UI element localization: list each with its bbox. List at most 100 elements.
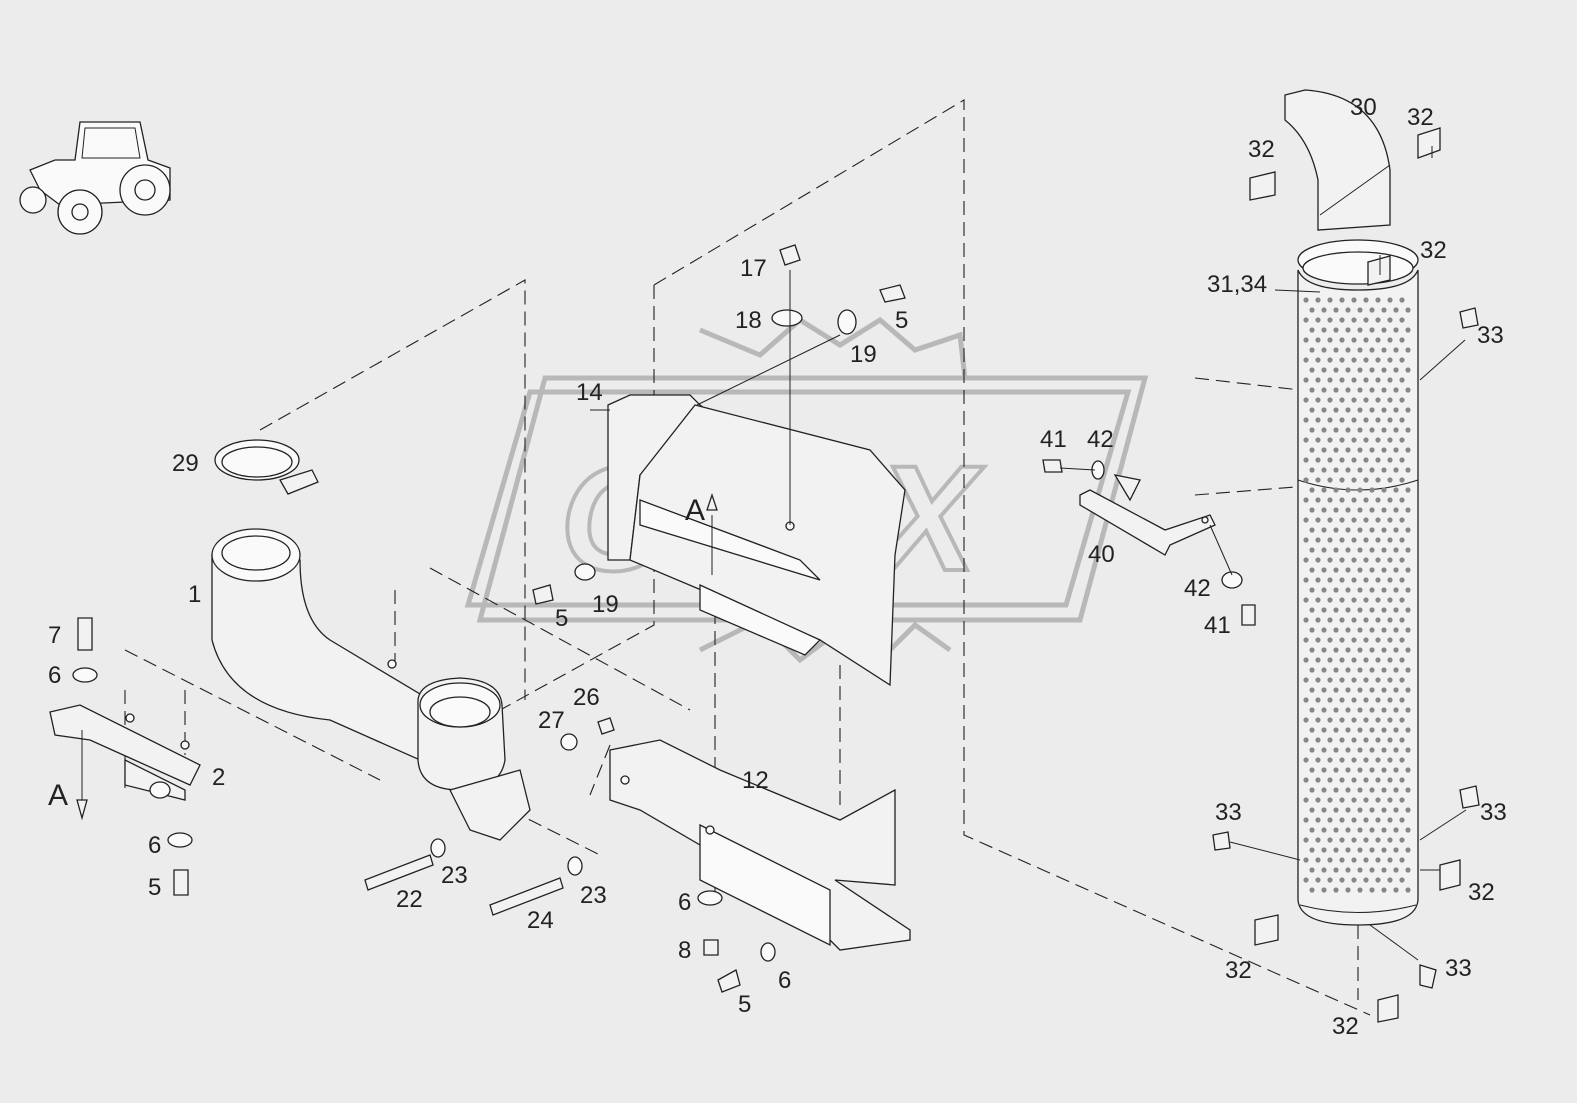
callout-42-a: 42 <box>1087 426 1114 453</box>
perforation-hole <box>1375 677 1381 683</box>
perforation-hole <box>1369 667 1375 673</box>
perforation-hole <box>1357 587 1363 593</box>
perforation-hole <box>1345 347 1351 353</box>
perforation-hole <box>1357 547 1363 553</box>
perforation-hole <box>1381 807 1387 813</box>
perforation-hole <box>1315 577 1321 583</box>
perforation-hole <box>1309 567 1315 573</box>
perforation-hole <box>1369 887 1375 893</box>
perforation-hole <box>1345 407 1351 413</box>
perforation-hole <box>1405 847 1411 853</box>
perforation-hole <box>1405 567 1411 573</box>
perforation-hole <box>1363 857 1369 863</box>
perforation-hole <box>1369 547 1375 553</box>
perforation-hole <box>1369 627 1375 633</box>
bolt-33-d <box>1419 964 1437 989</box>
perforation-hole <box>1369 747 1375 753</box>
perforation-hole <box>1339 297 1345 303</box>
perforation-hole <box>1321 827 1327 833</box>
perforation-hole <box>1393 747 1399 753</box>
perforation-hole <box>1357 727 1363 733</box>
perforation-hole <box>1363 377 1369 383</box>
callout-1: 1 <box>188 581 201 608</box>
perforation-hole <box>1333 847 1339 853</box>
perforation-hole <box>1369 387 1375 393</box>
bolt-7 <box>77 617 93 651</box>
perforation-hole <box>1381 347 1387 353</box>
perforation-hole <box>1315 397 1321 403</box>
perforation-hole <box>1321 707 1327 713</box>
perforation-hole <box>1363 757 1369 763</box>
perforation-hole <box>1351 377 1357 383</box>
perforation-hole <box>1363 297 1369 303</box>
perforation-hole <box>1387 417 1393 423</box>
perforation-hole <box>1339 557 1345 563</box>
perforation-hole <box>1393 807 1399 813</box>
callout-5-bottom: 5 <box>738 991 751 1018</box>
perforation-hole <box>1315 737 1321 743</box>
perforation-hole <box>1321 887 1327 893</box>
perforation-hole <box>1357 307 1363 313</box>
perforation-hole <box>1303 337 1309 343</box>
perforation-hole <box>1309 787 1315 793</box>
perforation-hole <box>1393 707 1399 713</box>
perforation-hole <box>1369 507 1375 513</box>
perforation-hole <box>1321 867 1327 873</box>
perforation-hole <box>1339 597 1345 603</box>
perforation-hole <box>1351 877 1357 883</box>
perforation-hole <box>1393 667 1399 673</box>
perforation-hole <box>1315 877 1321 883</box>
callout-6-a: 6 <box>48 662 61 689</box>
perforation-hole <box>1363 337 1369 343</box>
perforation-hole <box>1405 607 1411 613</box>
view-label-a-middle: A <box>685 494 705 527</box>
perforation-hole <box>1405 727 1411 733</box>
callout-29: 29 <box>172 450 199 477</box>
perforation-hole <box>1339 817 1345 823</box>
perforation-hole <box>1399 737 1405 743</box>
bolt-41-top <box>1042 459 1063 473</box>
perforation-hole <box>1357 427 1363 433</box>
muffler-31-34 <box>1284 89 1419 926</box>
perforation-hole <box>1327 697 1333 703</box>
perforation-hole <box>1339 617 1345 623</box>
perforation-hole <box>1405 767 1411 773</box>
callout-2: 2 <box>212 764 225 791</box>
perforation-hole <box>1375 597 1381 603</box>
perforation-hole <box>1369 647 1375 653</box>
callout-17: 17 <box>740 255 767 282</box>
perforation-hole <box>1393 767 1399 773</box>
perforation-hole <box>1345 567 1351 573</box>
perforation-hole <box>1339 337 1345 343</box>
perforation-hole <box>1393 387 1399 393</box>
perforation-hole <box>1333 827 1339 833</box>
perforation-hole <box>1315 817 1321 823</box>
perforation-hole <box>1405 407 1411 413</box>
perforation-hole <box>1333 767 1339 773</box>
perforation-hole <box>1345 647 1351 653</box>
perforation-hole <box>1345 867 1351 873</box>
perforation-hole <box>1399 637 1405 643</box>
perforation-hole <box>1345 327 1351 333</box>
perforation-hole <box>1363 697 1369 703</box>
perforation-hole <box>1333 527 1339 533</box>
perforation-hole <box>1375 657 1381 663</box>
perforation-hole <box>1303 877 1309 883</box>
perforation-hole <box>1309 447 1315 453</box>
perforation-hole <box>1399 497 1405 503</box>
perforation-hole <box>1381 687 1387 693</box>
perforation-hole <box>1393 467 1399 473</box>
perforation-hole <box>1363 877 1369 883</box>
callout-32-e: 32 <box>1225 957 1252 984</box>
perforation-hole <box>1381 847 1387 853</box>
perforation-hole <box>1351 417 1357 423</box>
perforation-hole <box>1381 567 1387 573</box>
perforation-hole <box>1393 887 1399 893</box>
callout-33-a: 33 <box>1477 322 1504 349</box>
perforation-hole <box>1399 837 1405 843</box>
perforation-hole <box>1339 777 1345 783</box>
perforation-hole <box>1309 587 1315 593</box>
perforation-hole <box>1315 717 1321 723</box>
perforation-hole <box>1369 567 1375 573</box>
bolt-5-left <box>173 869 189 896</box>
